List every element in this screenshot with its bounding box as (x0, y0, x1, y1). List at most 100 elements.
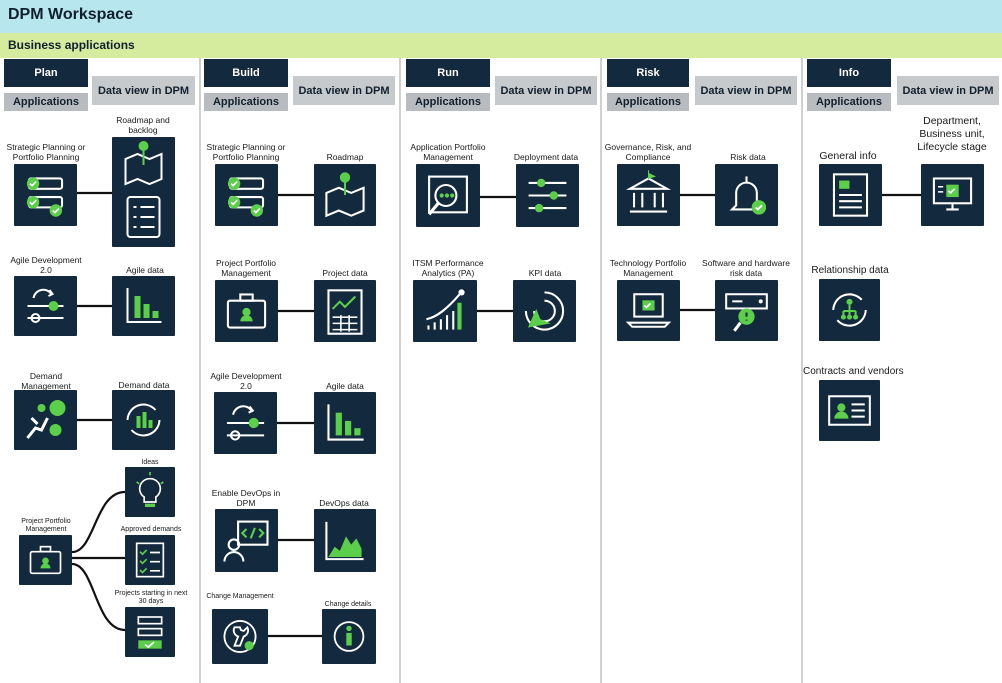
agile-data-tile[interactable] (112, 276, 175, 336)
label-ideas: Ideas (141, 459, 159, 466)
ideas-tile[interactable] (125, 467, 175, 517)
change-management-tile[interactable] (212, 609, 268, 664)
bar-chart-icon (126, 288, 162, 323)
plan-data-view-label: Data view in DPM (92, 76, 195, 105)
department-info-tile[interactable] (921, 164, 984, 226)
strategic-planning-tile[interactable] (14, 164, 77, 226)
briefcase-icon (226, 293, 267, 329)
lightbulb-icon (136, 472, 164, 507)
section-title: Business applications (8, 38, 135, 52)
bar-chart-icon (327, 404, 364, 441)
checklist-flow-icon (227, 177, 265, 217)
itsm-performance-analytics-tile[interactable] (413, 280, 477, 342)
map-pin-icon (325, 172, 365, 218)
strategic-planning-tile[interactable] (215, 164, 278, 226)
agile-development-tile[interactable] (14, 276, 77, 336)
build-applications-label: Applications (204, 93, 288, 111)
label-strategic-planning: Strategic Planning or Portfolio Planning (206, 142, 286, 162)
column-divider (399, 58, 401, 683)
workspace-title: DPM Workspace (8, 6, 134, 23)
plan-header[interactable]: Plan (4, 59, 88, 87)
area-chart-icon (325, 521, 364, 561)
run-header[interactable]: Run (406, 59, 490, 87)
project-portfolio-tile[interactable] (215, 280, 278, 342)
change-details-tile[interactable] (322, 609, 376, 664)
label-agile-data: Agile data (126, 265, 164, 275)
institution-icon (625, 170, 672, 213)
gantt-icon (137, 616, 163, 649)
label-projects-next-30-days: Projects starting in next 30 days (114, 590, 188, 605)
info-data-view-label: Data view in DPM (897, 76, 999, 105)
label-agile-data: Agile data (326, 381, 364, 391)
section-bar: Business applications (0, 33, 1002, 58)
juggling-icon (26, 400, 66, 439)
application-portfolio-tile[interactable] (416, 164, 480, 227)
risk-data-tile[interactable] (715, 164, 778, 226)
label-project-portfolio-management: Project Portfolio Management (216, 258, 276, 278)
build-data-view-label: Data view in DPM (293, 76, 395, 105)
briefcase-icon (29, 545, 62, 575)
target-icon (524, 291, 565, 331)
label-relationship-data: Relationship data (811, 265, 889, 276)
spreadsheet-chart-icon (327, 289, 363, 335)
roadmap-tile[interactable] (314, 164, 376, 226)
technology-portfolio-tile[interactable] (617, 280, 680, 341)
risk-header[interactable]: Risk (607, 59, 689, 87)
label-software-hardware-risk-data: Software and hardware risk data (702, 258, 790, 278)
info-applications-label: Applications (807, 93, 891, 111)
enable-devops-tile[interactable] (215, 509, 278, 572)
cycle-chart-icon (126, 403, 161, 437)
label-contracts-vendors: Contracts and vendors (803, 366, 904, 377)
label-strategic-planning: Strategic Planning or Portfolio Planning (6, 142, 86, 162)
info-header[interactable]: Info (807, 59, 891, 87)
roadmap-backlog-tile[interactable] (112, 137, 175, 247)
label-enable-devops: Enable DevOps in DPM (211, 488, 281, 508)
checklist-flow-icon (26, 177, 64, 217)
label-technology-portfolio-management: Technology Portfolio Management (609, 258, 687, 278)
relationship-data-tile[interactable] (819, 279, 880, 341)
label-risk-data: Risk data (730, 152, 766, 162)
alert-bell-icon (729, 176, 767, 215)
label-itsm-performance-analytics: ITSM Performance Analytics (PA) (412, 258, 484, 278)
demand-data-tile[interactable] (112, 390, 175, 450)
label-roadmap: Roadmap (326, 152, 364, 162)
label-agile-development: Agile Development 2.0 (10, 255, 82, 275)
monitor-check-icon (932, 177, 973, 211)
slider-sync-icon (27, 288, 64, 323)
sliders-icon (528, 178, 567, 213)
id-card-icon (828, 395, 871, 426)
demand-management-tile[interactable] (14, 390, 77, 450)
plan-applications-label: Applications (4, 93, 88, 111)
kpi-data-tile[interactable] (513, 280, 576, 342)
risk-applications-label: Applications (607, 93, 689, 111)
column-divider (801, 58, 803, 683)
agile-development-tile[interactable] (214, 392, 277, 454)
approved-demands-tile[interactable] (125, 535, 175, 585)
slider-sync-icon (226, 405, 265, 441)
projects-next-30-days-tile[interactable] (125, 607, 175, 657)
label-devops-data: DevOps data (319, 498, 369, 508)
label-change-details: Change details (324, 601, 372, 608)
label-approved-demands: Approved demands (120, 526, 182, 533)
column-divider (600, 58, 602, 683)
deployment-data-tile[interactable] (516, 164, 579, 227)
label-roadmap-backlog: Roadmap and backlog (116, 115, 170, 135)
map-and-list-icon (124, 141, 163, 238)
label-project-portfolio-management: Project Portfolio Management (21, 518, 71, 533)
software-hardware-risk-tile[interactable] (715, 280, 778, 341)
contracts-vendors-tile[interactable] (819, 380, 880, 441)
project-portfolio-tile[interactable] (19, 535, 72, 585)
label-kpi-data: KPI data (528, 268, 562, 278)
build-header[interactable]: Build (204, 59, 288, 87)
app-search-icon (427, 175, 468, 216)
label-demand-management: Demand Management (21, 371, 71, 391)
laptop-check-icon (625, 293, 672, 328)
label-application-portfolio-management: Application Portfolio Management (410, 142, 486, 162)
risk-data-view-label: Data view in DPM (695, 76, 797, 105)
agile-data-tile[interactable] (314, 392, 376, 454)
devops-data-tile[interactable] (314, 509, 376, 572)
info-icon (333, 621, 365, 652)
general-info-tile[interactable] (819, 164, 882, 226)
governance-risk-compliance-tile[interactable] (617, 164, 680, 226)
project-data-tile[interactable] (314, 280, 376, 342)
